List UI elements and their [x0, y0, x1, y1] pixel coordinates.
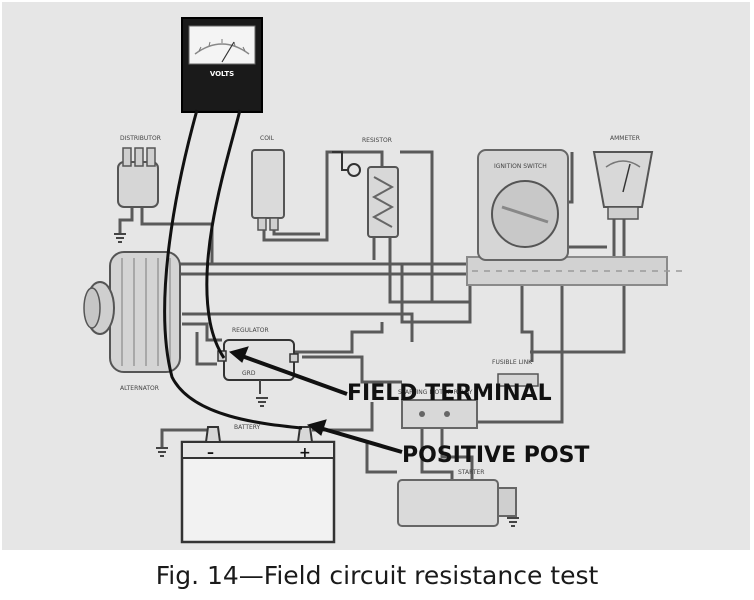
ignition-switch: IGNITION SWITCH [477, 149, 569, 261]
starter: STARTER [397, 469, 517, 527]
alternator: ALTERNATOR [83, 251, 181, 392]
battery-label: BATTERY [234, 424, 261, 431]
distributor: DISTRIBUTOR [117, 135, 161, 208]
voltmeter: VOLTS [181, 17, 263, 113]
ignition-switch-label: IGNITION SWITCH [494, 163, 547, 170]
distributor-label: DISTRIBUTOR [120, 135, 161, 142]
test-leads [163, 109, 303, 430]
positive-post-callout: POSITIVE POST [402, 443, 589, 468]
ammeter: AMMETER [592, 135, 654, 220]
starting-motor-relay: STARTING MOTOR RELAY [398, 389, 478, 429]
coil: COIL [251, 135, 285, 231]
ammeter-label: AMMETER [610, 135, 640, 142]
regulator-ground-label: GRD [242, 370, 256, 377]
voltmeter-label: VOLTS [210, 70, 234, 78]
fusible-link-label: FUSIBLE LINK [492, 359, 533, 366]
regulator-label: REGULATOR [232, 327, 269, 334]
resistor-label: RESISTOR [362, 137, 392, 144]
figure-caption: Fig. 14—Field circuit resistance test [155, 561, 599, 590]
battery-negative-terminal: – [207, 445, 214, 461]
field-terminal-callout: FIELD TERMINAL [347, 381, 552, 406]
alternator-label: ALTERNATOR [120, 385, 159, 392]
callout-arrows [228, 346, 403, 454]
ground-symbols [114, 233, 519, 527]
starting-motor-relay-label: STARTING MOTOR RELAY [398, 389, 473, 396]
coil-label: COIL [260, 135, 275, 142]
battery: – + BATTERY [180, 424, 336, 544]
starter-label: STARTER [458, 469, 484, 476]
fusible-link: FUSIBLE LINK [492, 359, 539, 387]
wiring-diagram: DISTRIBUTOR COIL RESISTOR IGNITION SWITC… [2, 2, 750, 550]
resistor: RESISTOR [332, 137, 399, 238]
battery-positive-terminal: + [299, 445, 311, 461]
